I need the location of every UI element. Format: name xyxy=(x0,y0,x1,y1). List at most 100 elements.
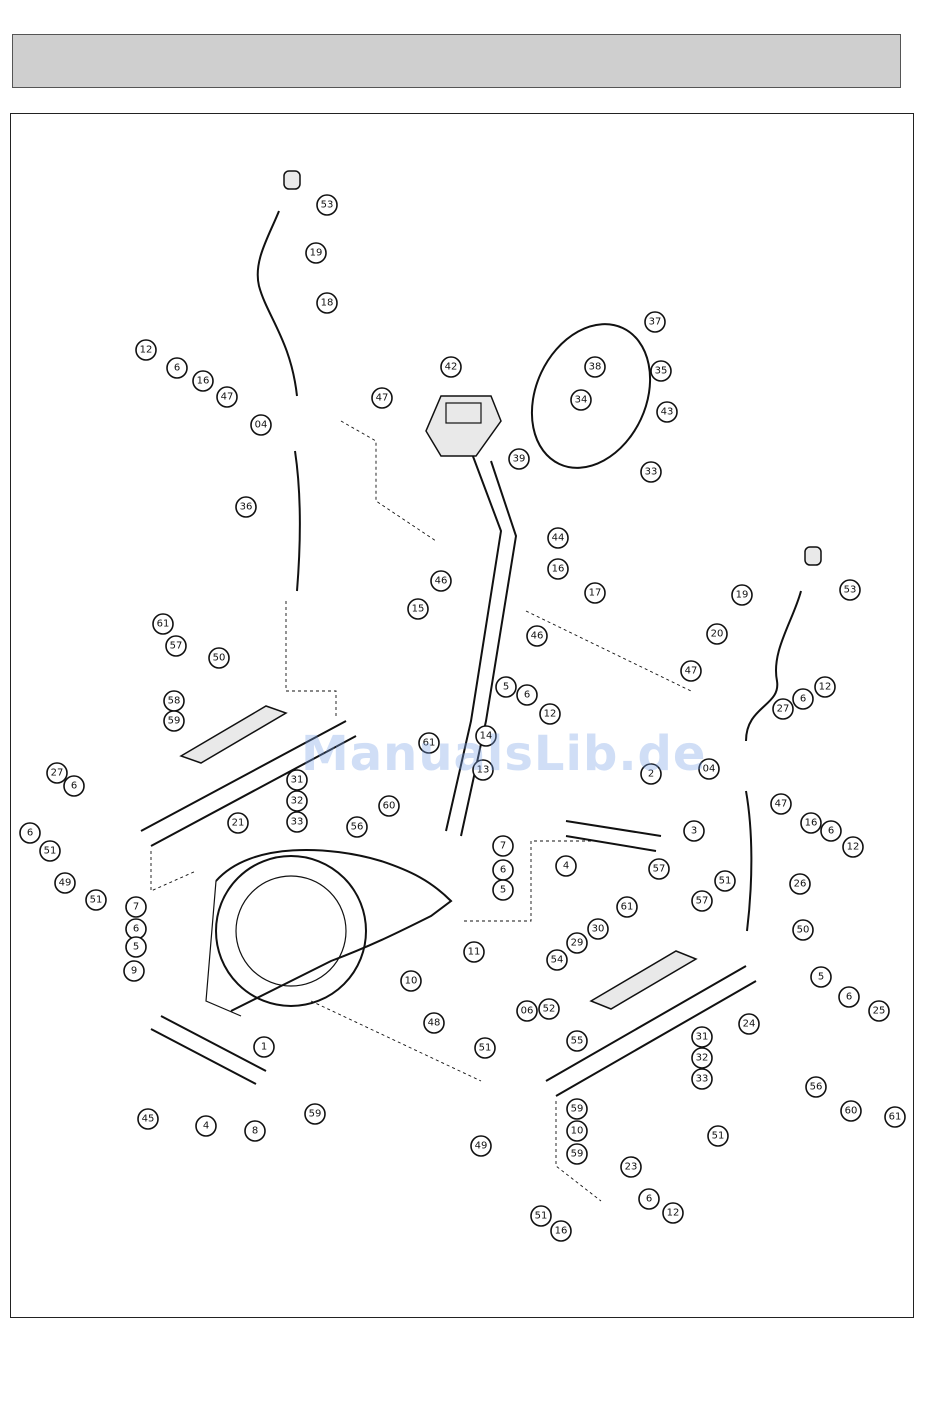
callout-label: 61 xyxy=(889,1112,902,1123)
callout-label: 51 xyxy=(90,895,103,906)
callout-label: 58 xyxy=(168,696,181,707)
callout-12: 12 xyxy=(539,703,561,725)
callout-label: 32 xyxy=(291,796,304,807)
callout-label: 51 xyxy=(719,876,732,887)
callout-circle xyxy=(814,676,836,698)
callout-label: 34 xyxy=(575,395,588,406)
callout-47: 47 xyxy=(216,386,238,408)
callout-circle xyxy=(839,579,861,601)
callout-label: 36 xyxy=(240,502,253,513)
callout-59: 59 xyxy=(566,1098,588,1120)
callout-label: 39 xyxy=(513,454,526,465)
console-mast-inner xyxy=(460,460,518,837)
callout-32: 32 xyxy=(691,1047,713,1069)
callout-circle xyxy=(526,625,548,647)
callout-label: 53 xyxy=(321,200,334,211)
callout-1: 1 xyxy=(253,1036,275,1058)
callout-label: 20 xyxy=(711,629,724,640)
callout-label: 45 xyxy=(142,1114,155,1125)
callout-circle xyxy=(135,339,157,361)
callout-35: 35 xyxy=(650,360,672,382)
callout-label: 30 xyxy=(592,924,605,935)
callout-circle xyxy=(346,816,368,838)
callout-39: 39 xyxy=(508,448,530,470)
callout-19: 19 xyxy=(731,584,753,606)
callout-circle xyxy=(125,936,147,958)
callout-label: 26 xyxy=(794,879,807,890)
callout-circle xyxy=(680,660,702,682)
callout-circle xyxy=(304,1103,326,1125)
callout-circle xyxy=(19,822,41,844)
callout-6: 6 xyxy=(638,1188,660,1210)
callout-label: 3 xyxy=(691,826,697,837)
callout-label: 16 xyxy=(552,564,565,575)
callout-circle xyxy=(662,1202,684,1224)
callout-label: 55 xyxy=(571,1036,584,1047)
callout-label: 1 xyxy=(261,1042,267,1053)
callout-circle xyxy=(738,1013,760,1035)
callout-circle xyxy=(691,1068,713,1090)
callout-4: 4 xyxy=(555,855,577,877)
left-foot-pedal xyxy=(179,705,288,764)
leader-left-arm xyxy=(285,601,337,716)
callout-circle xyxy=(570,389,592,411)
callout-circle xyxy=(63,775,85,797)
callout-label: 9 xyxy=(131,966,137,977)
callout-circle xyxy=(495,676,517,698)
callout-label: 8 xyxy=(252,1126,258,1137)
callout-label: 57 xyxy=(653,864,666,875)
callout-label: 32 xyxy=(696,1053,709,1064)
callout-circle xyxy=(638,1188,660,1210)
callout-circle xyxy=(286,790,308,812)
callout-circle xyxy=(789,873,811,895)
callout-circle xyxy=(640,461,662,483)
callout-6: 6 xyxy=(792,688,814,710)
callout-label: 19 xyxy=(736,590,749,601)
callout-circle xyxy=(640,763,662,785)
callout-circle xyxy=(731,584,753,606)
callout-circle xyxy=(698,758,720,780)
callout-label: 47 xyxy=(775,799,788,810)
callout-53: 53 xyxy=(316,194,338,216)
callout-label: 57 xyxy=(170,641,183,652)
callout-circle xyxy=(286,769,308,791)
callout-label: 21 xyxy=(232,818,245,829)
callout-48: 48 xyxy=(423,1012,445,1034)
callout-circle xyxy=(555,855,577,877)
callout-56: 56 xyxy=(805,1076,827,1098)
callout-label: 53 xyxy=(844,585,857,596)
flywheel-inner xyxy=(235,875,347,987)
callout-circle xyxy=(492,879,514,901)
left-handle-cap xyxy=(283,170,301,190)
callout-circle xyxy=(474,1037,496,1059)
callout-33: 33 xyxy=(691,1068,713,1090)
callout-06: 06 xyxy=(516,1000,538,1022)
callout-9: 9 xyxy=(123,960,145,982)
callout-45: 45 xyxy=(137,1108,159,1130)
leader-rear-left xyxy=(150,851,197,892)
callout-label: 52 xyxy=(543,1004,556,1015)
callout-circle xyxy=(706,623,728,645)
callout-label: 6 xyxy=(27,828,33,839)
callout-circle xyxy=(286,811,308,833)
callout-label: 6 xyxy=(524,690,530,701)
callout-circle xyxy=(714,870,736,892)
callout-04: 04 xyxy=(250,414,272,436)
callout-16: 16 xyxy=(192,370,214,392)
callout-54: 54 xyxy=(546,949,568,971)
callout-label: 59 xyxy=(309,1109,322,1120)
callout-38: 38 xyxy=(584,356,606,378)
callout-label: 19 xyxy=(310,248,323,259)
part-drawings xyxy=(140,170,822,1202)
callout-label: 12 xyxy=(544,709,557,720)
left-pedal-arm xyxy=(140,720,357,847)
callout-04: 04 xyxy=(698,758,720,780)
callout-37: 37 xyxy=(644,311,666,333)
callout-10: 10 xyxy=(566,1120,588,1142)
callout-57: 57 xyxy=(648,858,670,880)
callout-circle xyxy=(691,1047,713,1069)
callout-label: 27 xyxy=(777,704,790,715)
left-handlebar-upper xyxy=(256,210,298,397)
callout-7: 7 xyxy=(125,896,147,918)
